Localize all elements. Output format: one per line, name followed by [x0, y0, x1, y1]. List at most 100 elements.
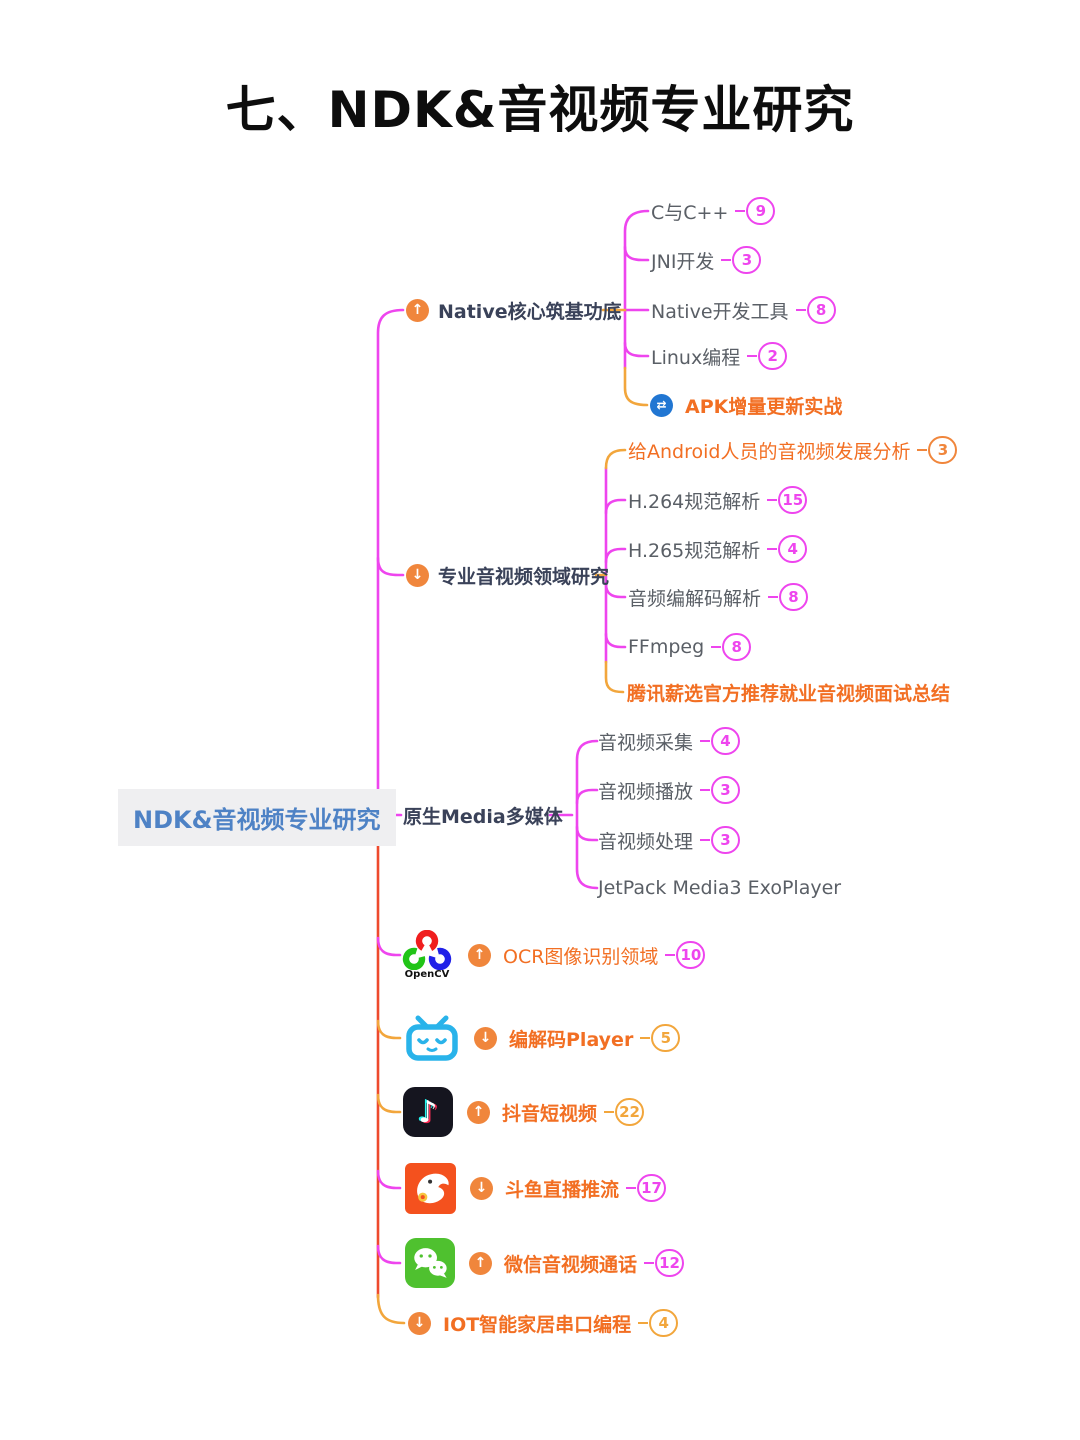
node-c-cpp[interactable]: C与C++ 9	[651, 196, 776, 226]
badge-dash	[700, 740, 711, 742]
badge-dash	[721, 259, 732, 261]
branch-native[interactable]: ↑ Native核心筑基功底	[406, 293, 622, 327]
swap-icon: ⇄	[650, 393, 673, 417]
arrow-up-icon: ↑	[468, 943, 491, 967]
count-badge: 3	[928, 436, 958, 464]
node-label: 音频编解码解析	[628, 587, 762, 610]
count-badge: 8	[779, 583, 809, 611]
branch-label: 原生Media多媒体	[403, 805, 563, 828]
branch-label: Native核心筑基功底	[438, 300, 622, 323]
branch-av-research[interactable]: ↓ 专业音视频领域研究	[406, 558, 609, 592]
badge-dash	[665, 954, 676, 956]
count-badge: 4	[711, 727, 741, 755]
root-node[interactable]: NDK&音视频专业研究	[118, 789, 396, 846]
node-audio-codec[interactable]: 音频编解码解析 8	[628, 582, 809, 612]
node-label: C与C++	[651, 201, 729, 224]
tiktok-logo: ♪	[403, 1087, 453, 1137]
badge-dash	[917, 449, 928, 451]
arrow-up-icon: ↑	[469, 1251, 492, 1275]
node-label: 音视频采集	[598, 731, 694, 754]
count-badge: 4	[649, 1309, 679, 1337]
count-badge: 2	[758, 342, 788, 370]
count-badge: 5	[651, 1024, 681, 1052]
node-native-tools[interactable]: Native开发工具 8	[651, 295, 836, 325]
badge-dash	[700, 839, 711, 841]
opencv-logo: OpenCV	[400, 930, 454, 980]
count-badge: 8	[806, 296, 836, 324]
badge-dash	[711, 646, 722, 648]
arrow-up-icon: ↑	[406, 298, 429, 322]
arrow-down-icon: ↓	[470, 1176, 493, 1200]
node-label: H.265规范解析	[628, 539, 761, 562]
node-label: Linux编程	[651, 346, 741, 369]
node-jetpack-media3[interactable]: JetPack Media3 ExoPlayer	[598, 873, 841, 903]
count-badge: 9	[746, 197, 776, 225]
count-badge: 12	[655, 1249, 685, 1277]
count-badge: 22	[615, 1098, 645, 1126]
bilibili-logo	[404, 1014, 460, 1062]
badge-dash	[640, 1037, 651, 1039]
badge-dash	[604, 1111, 615, 1113]
douyu-logo	[405, 1162, 456, 1214]
node-label: IOT智能家居串口编程	[443, 1313, 632, 1336]
node-label: 音视频播放	[598, 780, 694, 803]
count-badge: 4	[778, 535, 808, 563]
badge-dash	[768, 596, 779, 598]
arrow-down-icon: ↓	[406, 563, 429, 587]
node-h264[interactable]: H.264规范解析 15	[628, 485, 808, 515]
branch-label: 专业音视频领域研究	[438, 565, 610, 588]
badge-dash	[626, 1187, 637, 1189]
node-label: JetPack Media3 ExoPlayer	[598, 877, 842, 899]
badge-dash	[795, 309, 806, 311]
node-label: 微信音视频通话	[504, 1253, 638, 1276]
page-title: 七、NDK&音视频专业研究	[225, 81, 855, 139]
node-douyin[interactable]: ♪ ↑ 抖音短视频 22	[403, 1080, 645, 1144]
node-label: Native开发工具	[651, 300, 789, 323]
arrow-up-icon: ↑	[467, 1100, 490, 1124]
badge-dash	[644, 1262, 655, 1264]
node-tencent-interview[interactable]: 腾讯薪选官方推荐就业音视频面试总结	[627, 677, 950, 707]
node-wechat-call[interactable]: ↑ 微信音视频通话 12	[405, 1231, 685, 1295]
badge-dash	[767, 499, 778, 501]
trunk-upper-and-magenta-elbows	[376, 209, 650, 1265]
count-badge: 15	[778, 486, 808, 514]
node-av-playback[interactable]: 音视频播放 3	[598, 775, 741, 805]
node-apk-update[interactable]: ⇄ APK增量更新实战	[650, 390, 842, 420]
node-label: FFmpeg	[628, 636, 705, 658]
node-av-processing[interactable]: 音视频处理 3	[598, 825, 741, 855]
arrow-down-icon: ↓	[408, 1311, 431, 1335]
badge-dash	[735, 210, 746, 212]
node-iot[interactable]: ↓ IOT智能家居串口编程 4	[408, 1308, 679, 1338]
count-badge: 3	[711, 826, 741, 854]
node-label: APK增量更新实战	[685, 395, 843, 418]
count-badge: 17	[637, 1174, 667, 1202]
node-codec-player[interactable]: ↓ 编解码Player 5	[404, 1006, 681, 1070]
node-label: JNI开发	[651, 250, 715, 273]
node-av-capture[interactable]: 音视频采集 4	[598, 726, 741, 756]
root-label: NDK&音视频专业研究	[133, 806, 381, 834]
badge-dash	[767, 548, 778, 550]
node-ffmpeg[interactable]: FFmpeg 8	[628, 632, 752, 662]
node-label: 抖音短视频	[502, 1102, 598, 1125]
wechat-logo	[405, 1238, 455, 1288]
node-label: H.264规范解析	[628, 490, 761, 513]
node-android-av-analysis[interactable]: 给Android人员的音视频发展分析 3	[628, 435, 958, 465]
badge-dash	[700, 789, 711, 791]
node-label: 给Android人员的音视频发展分析	[628, 440, 911, 463]
music-note-icon: ♪	[418, 1094, 438, 1130]
badge-dash	[747, 355, 758, 357]
node-douyu[interactable]: ↓ 斗鱼直播推流 17	[405, 1156, 667, 1220]
node-linux[interactable]: Linux编程 2	[651, 341, 788, 371]
node-label: OCR图像识别领域	[503, 945, 659, 968]
count-badge: 3	[732, 246, 762, 274]
node-label: 音视频处理	[598, 830, 694, 853]
badge-dash	[638, 1322, 649, 1324]
node-h265[interactable]: H.265规范解析 4	[628, 534, 808, 564]
branch-media[interactable]: 原生Media多媒体	[403, 798, 563, 832]
arrow-down-icon: ↓	[474, 1026, 497, 1050]
count-badge: 10	[676, 941, 706, 969]
node-ocr[interactable]: OpenCV ↑ OCR图像识别领域 10	[400, 923, 706, 987]
node-jni[interactable]: JNI开发 3	[651, 245, 762, 275]
